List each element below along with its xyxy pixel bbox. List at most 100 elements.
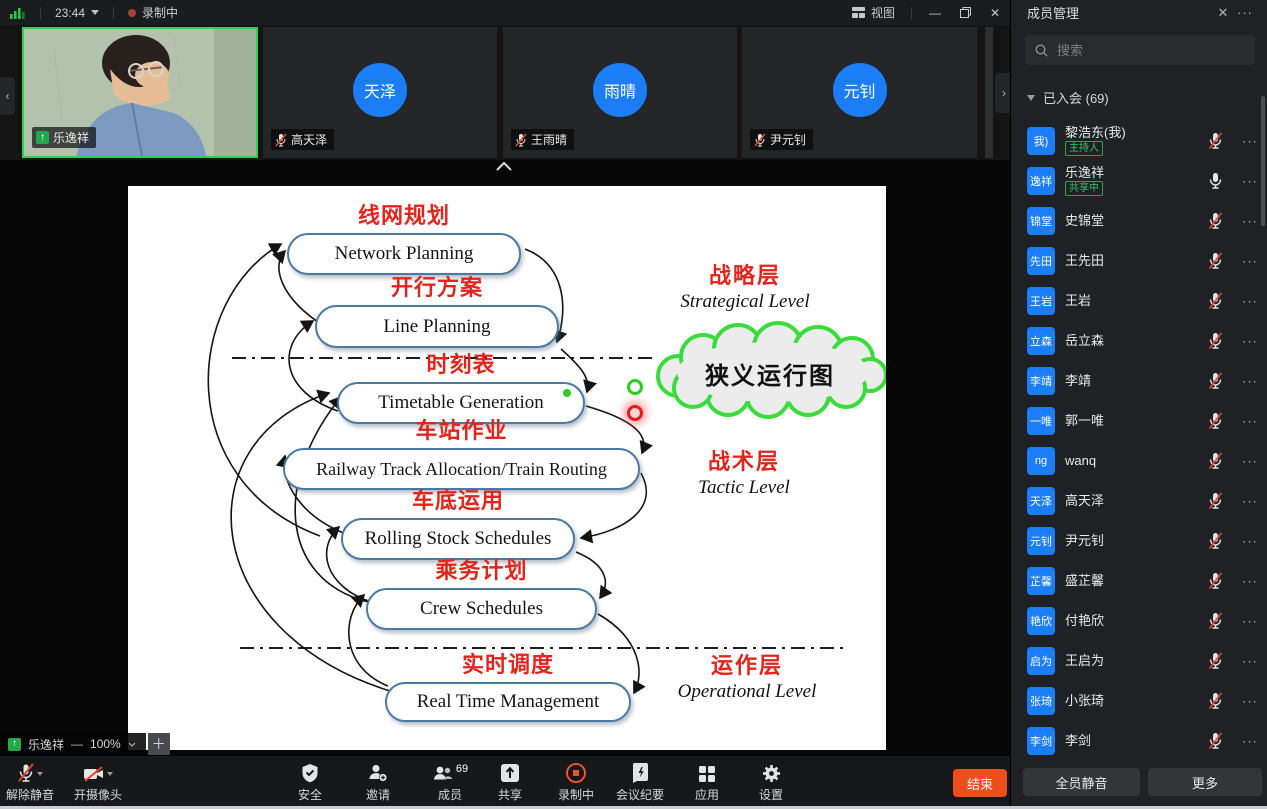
- recording-button[interactable]: 录制中: [548, 762, 604, 803]
- video-tile[interactable]: 雨晴 王雨晴: [503, 27, 737, 158]
- share-arrow-icon: [501, 764, 519, 782]
- member-avatar: 王岩: [1027, 287, 1055, 315]
- minimize-button[interactable]: —: [929, 5, 941, 20]
- end-meeting-button[interactable]: 结束: [953, 769, 1007, 797]
- member-mic-button[interactable]: [1208, 372, 1224, 390]
- member-more-button[interactable]: ···: [1242, 333, 1258, 349]
- apps-button[interactable]: 应用: [679, 762, 735, 803]
- member-search[interactable]: [1025, 35, 1255, 65]
- clock-caret-icon[interactable]: [91, 10, 100, 15]
- member-mic-button[interactable]: [1208, 492, 1224, 510]
- strip-next-button[interactable]: ›: [995, 73, 1013, 113]
- search-input[interactable]: [1055, 41, 1245, 59]
- panel-scrollbar-thumb[interactable]: [1261, 96, 1265, 226]
- member-row[interactable]: 启为 王启为: [1011, 641, 1267, 681]
- member-row[interactable]: 立森 岳立森: [1011, 321, 1267, 361]
- zoom-in-button[interactable]: ＋: [147, 733, 170, 755]
- member-row[interactable]: ng wanq: [1011, 441, 1267, 481]
- video-tile-presenter[interactable]: ↑ 乐逸祥: [22, 27, 258, 158]
- chevron-down-icon[interactable]: [128, 742, 136, 747]
- meeting-notes-button[interactable]: 会议纪要: [606, 762, 674, 803]
- member-more-button[interactable]: ···: [1242, 613, 1258, 629]
- joined-section-header[interactable]: 已入会 (69): [1027, 88, 1109, 107]
- member-more-button[interactable]: ···: [1242, 493, 1258, 509]
- chevron-up-icon: [496, 162, 512, 171]
- member-mic-button[interactable]: [1208, 252, 1224, 270]
- member-more-button[interactable]: ···: [1242, 733, 1258, 749]
- member-row[interactable]: 李靖 李靖: [1011, 361, 1267, 401]
- strip-prev-button[interactable]: ‹: [0, 77, 15, 115]
- member-more-button[interactable]: ···: [1242, 453, 1258, 469]
- video-tile[interactable]: 元钊 尹元钊: [742, 27, 977, 158]
- member-more-button[interactable]: ···: [1242, 533, 1258, 549]
- camera-on-button[interactable]: 开摄像头: [66, 762, 130, 803]
- member-row[interactable]: 李剑 李剑: [1011, 721, 1267, 760]
- member-row[interactable]: 艳欣 付艳欣: [1011, 601, 1267, 641]
- panel-title: 成员管理: [1027, 6, 1080, 21]
- gear-icon: [762, 765, 780, 782]
- member-more-button[interactable]: ···: [1242, 413, 1258, 429]
- view-button[interactable]: 视图: [844, 4, 903, 21]
- member-more-button[interactable]: ···: [1242, 693, 1258, 709]
- settings-button[interactable]: 设置: [743, 762, 799, 803]
- mic-muted-icon: [1208, 692, 1223, 710]
- member-row[interactable]: 张琦 小张琦: [1011, 681, 1267, 721]
- member-name: 岳立森: [1065, 332, 1105, 348]
- mic-muted-icon: [1208, 452, 1223, 470]
- restore-button[interactable]: [950, 0, 980, 25]
- zoom-level[interactable]: 100%: [90, 737, 121, 751]
- member-more-button[interactable]: ···: [1242, 133, 1258, 149]
- member-avatar: 芷馨: [1027, 567, 1055, 595]
- diagram-box-en-label: Railway Track Allocation/Train Routing: [283, 448, 640, 490]
- member-mic-button[interactable]: [1208, 212, 1224, 230]
- member-mic-button[interactable]: [1208, 412, 1224, 430]
- collapse-strip-button[interactable]: [496, 162, 512, 171]
- share-screen-button[interactable]: 共享: [482, 762, 538, 803]
- security-button[interactable]: 安全: [282, 762, 338, 803]
- panel-close-button[interactable]: ✕: [1217, 4, 1229, 20]
- member-mic-button[interactable]: [1208, 172, 1224, 190]
- member-mic-button[interactable]: [1208, 452, 1224, 470]
- member-row[interactable]: 先田 王先田: [1011, 241, 1267, 281]
- unmute-button[interactable]: 解除静音: [2, 762, 58, 803]
- member-row[interactable]: 我) 黎浩东(我) 主持人: [1011, 121, 1267, 161]
- camera-options-caret-icon[interactable]: [107, 772, 113, 776]
- member-mic-button[interactable]: [1208, 332, 1224, 350]
- member-more-button[interactable]: ···: [1242, 373, 1258, 389]
- member-more-button[interactable]: ···: [1242, 653, 1258, 669]
- member-mic-button[interactable]: [1208, 292, 1224, 310]
- member-more-button[interactable]: ···: [1242, 253, 1258, 269]
- member-mic-button[interactable]: [1208, 572, 1224, 590]
- member-row[interactable]: 逸祥 乐逸祥 共享中: [1011, 161, 1267, 201]
- zoom-out-button[interactable]: —: [71, 737, 84, 751]
- member-more-button[interactable]: ···: [1242, 213, 1258, 229]
- member-row[interactable]: 芷馨 盛芷馨: [1011, 561, 1267, 601]
- member-row[interactable]: 元钊 尹元钊: [1011, 521, 1267, 561]
- panel-footer-more-button[interactable]: 更多: [1148, 768, 1262, 796]
- member-mic-button[interactable]: [1208, 532, 1224, 550]
- diagram-box: 时刻表 Timetable Generation: [337, 352, 585, 424]
- mic-muted-icon: [1208, 292, 1223, 310]
- mic-muted-icon: [1208, 132, 1223, 150]
- member-row[interactable]: 天泽 高天泽: [1011, 481, 1267, 521]
- invite-button[interactable]: 邀请: [350, 762, 406, 803]
- panel-more-button[interactable]: ···: [1237, 5, 1253, 20]
- member-row[interactable]: 王岩 王岩: [1011, 281, 1267, 321]
- member-name: 王先田: [1065, 252, 1105, 268]
- member-row[interactable]: 锦堂 史锦堂: [1011, 201, 1267, 241]
- mic-options-caret-icon[interactable]: [37, 772, 43, 776]
- member-mic-button[interactable]: [1208, 732, 1224, 750]
- member-more-button[interactable]: ···: [1242, 293, 1258, 309]
- member-more-button[interactable]: ···: [1242, 173, 1258, 189]
- member-mic-button[interactable]: [1208, 132, 1224, 150]
- member-mic-button[interactable]: [1208, 692, 1224, 710]
- member-mic-button[interactable]: [1208, 652, 1224, 670]
- clock[interactable]: 23:44: [55, 5, 86, 20]
- member-row[interactable]: 一唯 郭一唯: [1011, 401, 1267, 441]
- video-tile[interactable]: 天泽 高天泽: [263, 27, 497, 158]
- close-button[interactable]: ✕: [989, 5, 1001, 20]
- member-more-button[interactable]: ···: [1242, 573, 1258, 589]
- members-button[interactable]: 69 成员: [422, 762, 478, 803]
- mute-all-button[interactable]: 全员静音: [1023, 768, 1140, 796]
- member-mic-button[interactable]: [1208, 612, 1224, 630]
